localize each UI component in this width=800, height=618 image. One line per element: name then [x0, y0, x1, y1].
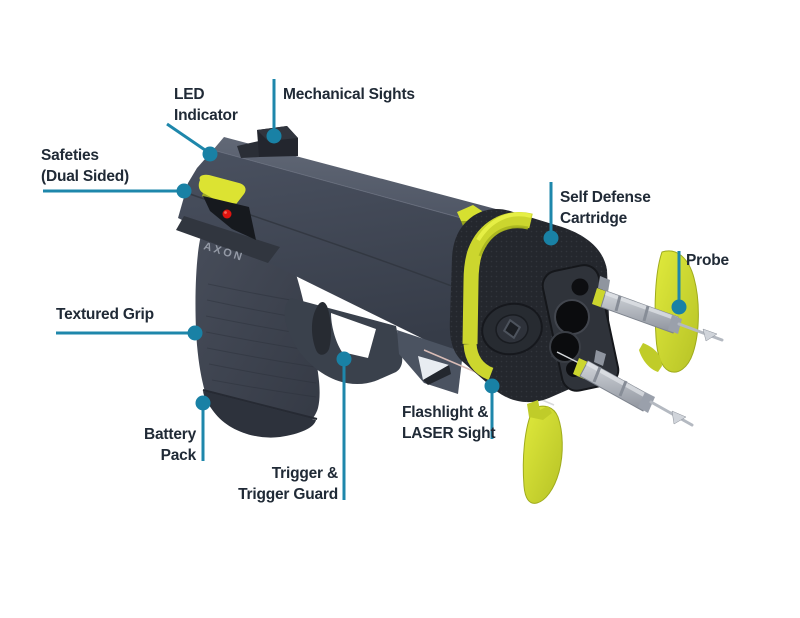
- label-battery-pack: Battery Pack: [143, 426, 196, 464]
- callout-dot-cartridge: [543, 230, 559, 246]
- label-mechanical-sights: Mechanical Sights: [283, 86, 415, 103]
- label-probe: Probe: [686, 252, 729, 269]
- callout-dot-flashlight: [484, 378, 500, 394]
- trigger-guard-shape: [284, 298, 403, 385]
- callout-dot-sights: [266, 128, 282, 144]
- callout-dot-led: [202, 146, 218, 162]
- led-indicator-shape: [222, 209, 232, 219]
- label-textured-grip: Textured Grip: [56, 306, 154, 323]
- label-led-indicator: LED Indicator: [174, 86, 238, 124]
- grip-shape: [195, 228, 320, 438]
- lower-probe-shape: [522, 351, 694, 504]
- callout-dots: [176, 128, 687, 411]
- callout-dot-safeties: [176, 183, 192, 199]
- label-safeties: Safeties (Dual Sided): [41, 147, 130, 185]
- callout-dot-probe: [671, 299, 687, 315]
- callout-dot-trigger: [336, 351, 352, 367]
- trigger-shape: [311, 301, 332, 355]
- leader-line-led: [166, 122, 206, 152]
- cartridge-logo: [481, 302, 543, 356]
- cartridge-trim-shape: [462, 212, 533, 381]
- label-trigger-trigger-guard: Trigger & Trigger Guard: [238, 465, 338, 503]
- cartridge-shape: [449, 209, 620, 403]
- label-flashlight-laser-sight: Flashlight & LASER Sight: [402, 404, 496, 442]
- label-self-defense-cartridge: Self Defense Cartridge: [560, 189, 651, 227]
- taser-device: AXON: [176, 126, 724, 504]
- flashlight-module-shape: [397, 330, 463, 394]
- leader-lines: [43, 79, 681, 500]
- grip-texture: [205, 283, 317, 398]
- callout-dot-grip: [187, 325, 203, 341]
- rear-sight-shape: [237, 126, 298, 158]
- callout-dot-battery: [195, 395, 211, 411]
